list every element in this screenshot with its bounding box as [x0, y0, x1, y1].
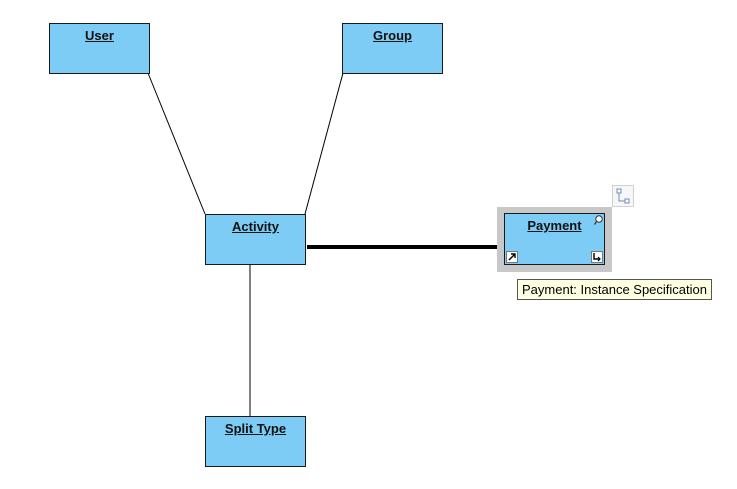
return-arrow-icon[interactable] [591, 251, 603, 263]
tooltip-text: Payment: Instance Specification [522, 282, 707, 297]
node-activity-label: Activity [232, 219, 279, 234]
node-user[interactable]: User [49, 23, 150, 74]
zoom-icon[interactable] [593, 214, 605, 226]
node-split-type-label: Split Type [224, 421, 287, 436]
node-split-type[interactable]: Split Type [205, 416, 306, 467]
tooltip: Payment: Instance Specification [517, 279, 712, 300]
node-group[interactable]: Group [342, 23, 443, 74]
connector-activity-group[interactable] [304, 72, 344, 215]
node-user-label: User [85, 28, 114, 43]
node-activity[interactable]: Activity [205, 214, 306, 265]
connector-icon[interactable] [612, 185, 634, 207]
node-payment[interactable]: Payment [504, 213, 605, 265]
node-group-label: Group [373, 28, 412, 43]
node-payment-label: Payment [527, 218, 582, 233]
connector-activity-user[interactable] [147, 72, 206, 215]
diagonal-arrow-icon[interactable] [506, 251, 518, 263]
